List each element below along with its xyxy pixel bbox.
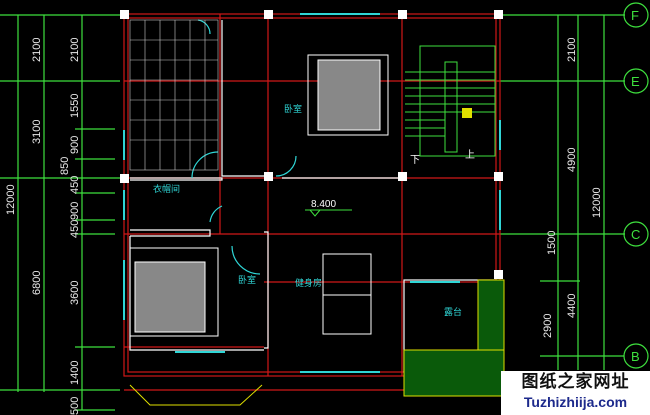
- axis-bubbles: [623, 2, 649, 369]
- elevation-marker: [305, 209, 352, 217]
- dim-left-inner-0: 2100: [69, 38, 81, 62]
- watermark-line2: Tuzhizhiija.com: [523, 394, 628, 410]
- doors: [191, 19, 297, 275]
- room-label-terrace: 露台: [444, 306, 462, 318]
- elevation-label: 8.400: [311, 199, 336, 210]
- watermark-line1: 图纸之家网址: [521, 372, 630, 392]
- room-label-gym: 健身房: [295, 277, 322, 289]
- watermark: 图纸之家网址 Tuzhizhiija.com: [501, 371, 650, 415]
- dim-left-inner-9: 500: [69, 397, 81, 415]
- bathroom-tiles: [129, 19, 219, 171]
- stair-arrow: [462, 108, 472, 118]
- dim-left-inner-5: 900: [69, 202, 81, 220]
- bed-top: [307, 54, 389, 136]
- dim-left-inner-6: 450: [69, 220, 81, 238]
- room-label-closet: 衣帽间: [153, 183, 180, 195]
- dim-left-mid-2: 6800: [31, 271, 43, 295]
- dim-right-mid-2: 1500: [546, 231, 558, 255]
- dim-right-mid-0: 2100: [566, 38, 578, 62]
- stair-up-label: 上: [465, 149, 475, 161]
- gym-equipment: [322, 253, 372, 335]
- axis-label-c: C: [631, 227, 640, 242]
- room-label-bedroom-left: 卧室: [238, 274, 256, 286]
- dim-left-outer: 12000: [5, 184, 17, 215]
- dim-left-inner-1: 1550: [69, 94, 81, 118]
- dim-right-mid-3: 4400: [566, 294, 578, 318]
- dim-left-inner-3: 850: [59, 157, 71, 175]
- dim-right-mid-1: 4900: [566, 148, 578, 172]
- stair-down-label: 下: [410, 155, 420, 166]
- dim-right-inner-0: 2900: [542, 314, 554, 338]
- terrace-paving: [403, 279, 505, 397]
- dim-left-mid-1: 3100: [31, 120, 43, 144]
- columns: [120, 10, 503, 279]
- axis-label-f: F: [631, 8, 639, 23]
- dim-left-inner-7: 3600: [69, 281, 81, 305]
- room-label-bedroom-top: 卧室: [284, 103, 302, 115]
- dimension-lines: [0, 14, 625, 411]
- windows: [123, 13, 501, 373]
- dim-right-outer: 12000: [591, 187, 603, 218]
- bay-window: [129, 384, 263, 406]
- axis-label-b: B: [631, 349, 640, 364]
- staircase: [405, 45, 496, 157]
- dim-left-inner-2: 900: [69, 136, 81, 154]
- axis-label-e: E: [631, 74, 640, 89]
- dim-left-inner-8: 1400: [69, 361, 81, 385]
- dim-left-mid-0: 2100: [31, 38, 43, 62]
- bed-left: [129, 247, 219, 337]
- dim-left-inner-4: 450: [69, 176, 81, 194]
